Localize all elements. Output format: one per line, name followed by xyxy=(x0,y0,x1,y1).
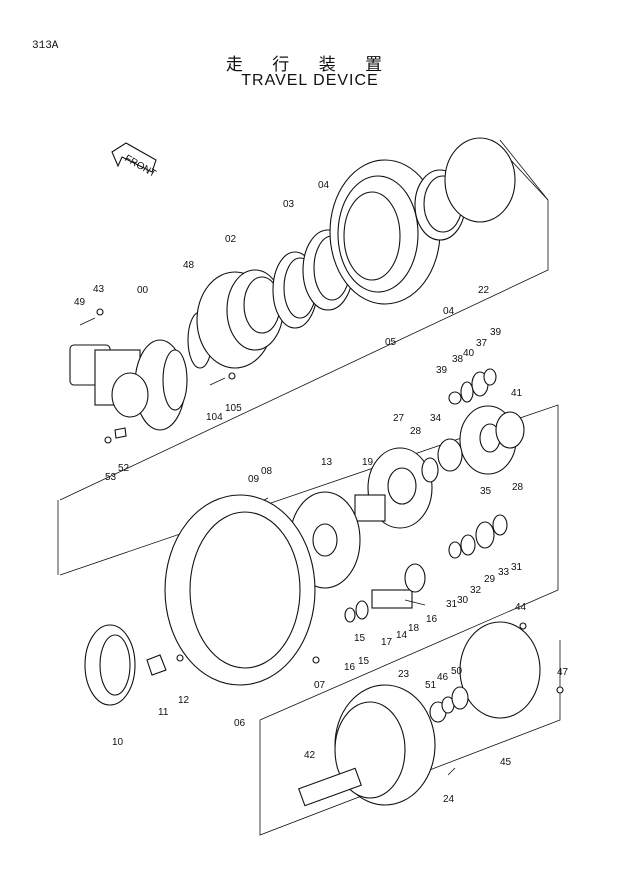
label-45: 45 xyxy=(500,757,512,768)
label-42: 42 xyxy=(304,750,316,761)
bolt-24 xyxy=(447,767,456,776)
bearing-50 xyxy=(451,686,469,710)
label-104: 104 xyxy=(206,412,223,423)
label-52: 52 xyxy=(118,463,130,474)
label-53: 53 xyxy=(105,472,117,483)
cover-45 xyxy=(459,621,541,719)
label-38: 38 xyxy=(452,354,464,365)
washer-43 xyxy=(96,308,104,316)
label-105: 105 xyxy=(225,403,242,414)
label-05: 05 xyxy=(385,337,397,348)
label-39-a: 39 xyxy=(436,365,448,376)
part-number-labels: 00 02 03 04 04 05 22 43 49 48 104 105 53… xyxy=(74,180,569,805)
label-12: 12 xyxy=(178,695,190,706)
washer-28-a xyxy=(495,411,525,449)
label-17: 17 xyxy=(381,637,393,648)
label-35: 35 xyxy=(480,486,492,497)
cover-10 xyxy=(84,624,136,706)
label-41: 41 xyxy=(511,388,523,399)
label-03: 03 xyxy=(283,199,295,210)
label-14: 14 xyxy=(396,630,408,641)
ring-gear-06 xyxy=(164,494,316,686)
label-11: 11 xyxy=(158,707,169,718)
label-27: 27 xyxy=(393,413,405,424)
label-16-a: 16 xyxy=(426,614,438,625)
label-04-a: 04 xyxy=(318,180,330,191)
title-japanese: 走 行 装 置 xyxy=(225,55,395,75)
label-50: 50 xyxy=(451,666,463,677)
label-00: 00 xyxy=(137,285,149,296)
cover-22 xyxy=(444,137,516,223)
label-19: 19 xyxy=(362,457,374,468)
title-english: TRAVEL DEVICE xyxy=(241,72,379,89)
label-02: 02 xyxy=(225,234,237,245)
shaft-42 xyxy=(298,767,362,807)
housing-02 xyxy=(196,269,284,369)
gear-19 xyxy=(354,494,386,522)
label-37: 37 xyxy=(476,338,488,349)
label-31-a: 31 xyxy=(511,562,523,573)
label-49: 49 xyxy=(74,297,86,308)
label-29: 29 xyxy=(484,574,496,585)
label-28-a: 28 xyxy=(410,426,422,437)
planetary-stage-1 xyxy=(448,368,497,405)
bolt-12 xyxy=(176,654,184,662)
label-31-b: 31 xyxy=(446,599,458,610)
washer-105 xyxy=(228,372,236,380)
washer-28-b xyxy=(421,457,439,483)
label-32: 32 xyxy=(470,585,482,596)
label-39-b: 39 xyxy=(490,327,502,338)
label-24: 24 xyxy=(443,794,455,805)
label-07: 07 xyxy=(314,680,326,691)
label-33: 33 xyxy=(498,567,510,578)
label-23: 23 xyxy=(398,669,410,680)
plug-47 xyxy=(556,686,564,694)
label-16-b: 16 xyxy=(344,662,356,673)
label-06: 06 xyxy=(234,718,246,729)
label-28-b: 28 xyxy=(512,482,524,493)
label-48: 48 xyxy=(183,260,195,271)
label-15-b: 15 xyxy=(358,656,370,667)
hub-05 xyxy=(329,159,441,305)
label-13: 13 xyxy=(321,457,333,468)
bolt-49 xyxy=(79,317,96,326)
label-22: 22 xyxy=(478,285,490,296)
label-09: 09 xyxy=(248,474,260,485)
plug-53 xyxy=(104,436,112,444)
label-47: 47 xyxy=(557,667,569,678)
bolt-104 xyxy=(209,377,226,386)
planetary-stage-2 xyxy=(448,514,508,559)
pin-07 xyxy=(312,656,320,664)
label-15-a: 15 xyxy=(354,633,366,644)
label-46: 46 xyxy=(437,672,449,683)
label-10: 10 xyxy=(112,737,124,748)
label-43: 43 xyxy=(93,284,105,295)
plug-44 xyxy=(519,622,527,630)
label-40: 40 xyxy=(463,348,475,359)
travel-motor xyxy=(69,339,188,431)
label-44: 44 xyxy=(515,602,527,613)
label-30: 30 xyxy=(457,595,469,606)
page-code: 313A xyxy=(32,40,59,52)
front-arrow: FRONT xyxy=(111,142,158,180)
label-04-b: 04 xyxy=(443,306,455,317)
label-34: 34 xyxy=(430,413,442,424)
label-51: 51 xyxy=(425,680,437,691)
gear-34 xyxy=(437,438,463,472)
plate-11 xyxy=(146,654,167,676)
planetary-stage-3 xyxy=(344,563,426,623)
plug-52 xyxy=(114,427,127,439)
label-08: 08 xyxy=(261,466,273,477)
label-18: 18 xyxy=(408,623,420,634)
